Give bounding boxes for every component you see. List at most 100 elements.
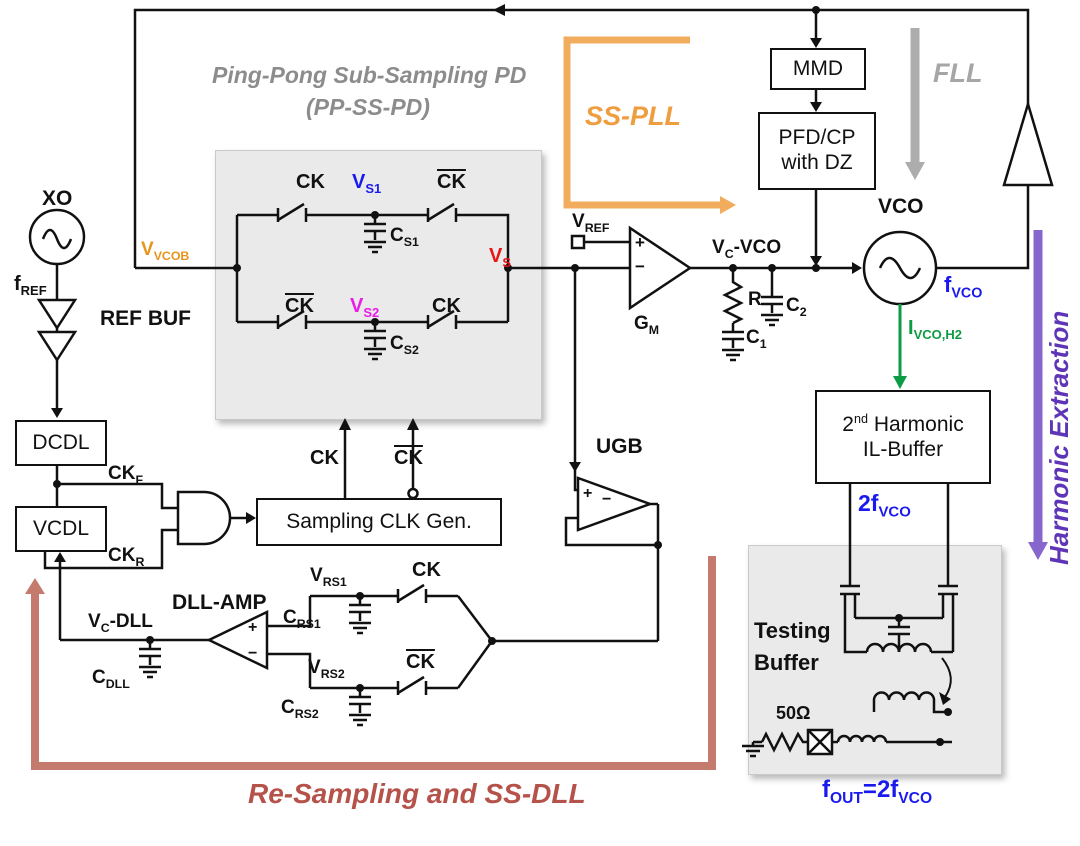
label-c-s1-part-0: C (390, 225, 404, 246)
gm-amp (570, 225, 693, 311)
label-c-s2: CS2 (390, 334, 419, 356)
label-gm-part-1: M (648, 322, 660, 337)
label-f-out: fOUT=2fVCO (822, 776, 933, 807)
label-c-rs2: CRS2 (281, 698, 319, 720)
label-dll-plus-part-0: + (248, 619, 258, 636)
il-buffer-box: 2nd Harmonic IL-Buffer (815, 390, 991, 484)
label-ck-f-part-1: F (135, 472, 143, 487)
sampling-clk-gen-label: Sampling CLK Gen. (286, 509, 472, 533)
label-vco: VCO (878, 196, 924, 217)
label-f-out-part-0: f (822, 776, 830, 803)
testing-buffer-panel (748, 545, 1002, 775)
label-c-s2-part-1: S2 (403, 342, 419, 357)
label-v-s1-part-1: S1 (365, 181, 382, 196)
pfd-label-line2: with DZ (781, 151, 853, 174)
label-ck-bar-pp-2-part-0: CK (285, 295, 314, 317)
label-ck-rs-part-0: CK (412, 559, 441, 581)
pfd-label-line1: PFD/CP (778, 126, 856, 150)
vco-symbol (862, 230, 938, 306)
label-c-s2-part-0: C (390, 333, 404, 354)
label-ck-pp-2: CK (432, 296, 461, 316)
label-v-ref: VREF (572, 212, 609, 234)
label-ugb-plus-part-0: + (583, 485, 593, 502)
label-f-out-part-1: OUT (830, 789, 863, 807)
label-testing-line2: Buffer (754, 652, 819, 674)
label-v-s-part-0: V (489, 245, 503, 267)
label-xo: XO (42, 188, 72, 209)
label-v-rs1-part-1: RS1 (322, 574, 347, 589)
sampling-clk-gen-box: Sampling CLK Gen. (256, 498, 502, 546)
vcdl-label: VCDL (32, 516, 90, 540)
mmd-label: MMD (792, 56, 844, 80)
label-dll-minus: − (248, 646, 257, 662)
label-f-out-part-3: VCO (898, 789, 933, 807)
label-ck-pp-1: CK (296, 172, 325, 192)
label-v-rs2-part-0: V (308, 657, 321, 678)
label-v-s1: VS1 (352, 172, 381, 195)
ref-buffer-symbol (36, 264, 78, 408)
arrowheads (51, 4, 862, 524)
label-v-s-part-1: S (502, 255, 512, 270)
label-v-vcob: VVCOB (141, 240, 189, 262)
label-r: R (748, 290, 762, 309)
label-v-c-dll-part-2: -DLL (109, 611, 153, 632)
label-dll-amp: DLL-AMP (172, 592, 266, 613)
label-ss-pll: SS-PLL (585, 103, 681, 130)
label-r-part-0: R (748, 289, 762, 310)
dcdl-label: DCDL (32, 430, 90, 454)
label-c-rs1: CRS1 (283, 608, 321, 630)
label-xo-part-0: XO (42, 187, 73, 210)
label-ck-gen-part-0: CK (310, 447, 339, 469)
dll-amp-symbol (54, 552, 269, 679)
il-buffer-label-nd: nd (853, 411, 868, 426)
label-v-c-vco-part-1: C (724, 246, 734, 261)
label-dll-plus: + (248, 620, 257, 636)
feedback-wires (133, 8, 1030, 270)
label-f-out-part-2: =2f (862, 776, 899, 803)
label-ck-gen: CK (310, 448, 339, 468)
label-v-ref-part-1: REF (584, 220, 610, 235)
label-c1: C1 (746, 328, 767, 350)
label-ck-bar-pp-1: CK (437, 172, 466, 192)
label-ck-pp-2-part-0: CK (432, 295, 461, 317)
label-c2-part-1: 2 (799, 304, 807, 319)
label-f-ref: fREF (14, 274, 47, 297)
label-ck-bar-gen: CK (394, 448, 423, 468)
label-c-dll-part-0: C (92, 667, 106, 688)
label-fll-part-0: FLL (933, 58, 983, 88)
dcdl-box: DCDL (15, 420, 107, 466)
label-v-c-dll-part-0: V (88, 611, 101, 632)
label-two-f-vco-part-0: 2f (858, 490, 879, 516)
label-v-vcob-part-1: VCOB (153, 248, 190, 263)
label-c1-part-0: C (746, 327, 760, 348)
vcdl-box: VCDL (15, 506, 107, 552)
label-ck-bar-rs-part-0: CK (406, 651, 435, 673)
label-v-rs1-part-0: V (310, 565, 323, 586)
label-c-rs1-part-1: RS1 (296, 616, 321, 631)
label-c1-part-1: 1 (759, 336, 767, 351)
label-f-vco: fVCO (944, 274, 982, 301)
label-testing-line1-part-0: Testing (754, 618, 831, 643)
harmonic-extraction-arrow (1028, 230, 1048, 560)
label-gm-minus: − (635, 258, 645, 275)
label-f-ref-part-1: REF (20, 283, 47, 298)
mmd-box: MMD (770, 48, 866, 90)
resampling-loop-arrow (25, 556, 716, 770)
label-c-rs2-part-0: C (281, 697, 295, 718)
label-harmonic-extraction-part-0: Harmonic Extraction (1044, 310, 1074, 565)
label-resampling-title: Re-Sampling and SS-DLL (248, 780, 586, 808)
label-ck-r-part-0: CK (108, 545, 136, 566)
label-ck-bar-pp-2: CK (285, 296, 314, 316)
pfd-cp-box: PFD/CP with DZ (758, 112, 876, 190)
ss-pll-highlight (563, 36, 736, 214)
label-vco-part-0: VCO (878, 195, 924, 218)
ugb-amp (492, 268, 660, 643)
label-ck-rs: CK (412, 560, 441, 580)
label-v-s1-part-0: V (352, 171, 366, 193)
label-fll: FLL (933, 60, 982, 87)
label-harmonic-extraction: Harmonic Extraction (1044, 310, 1074, 565)
label-c-dll-part-1: DLL (105, 676, 130, 691)
label-gm-part-0: G (634, 313, 649, 334)
label-pp-title-line2: (PP-SS-PD) (306, 96, 430, 119)
label-v-ref-part-0: V (572, 211, 585, 232)
